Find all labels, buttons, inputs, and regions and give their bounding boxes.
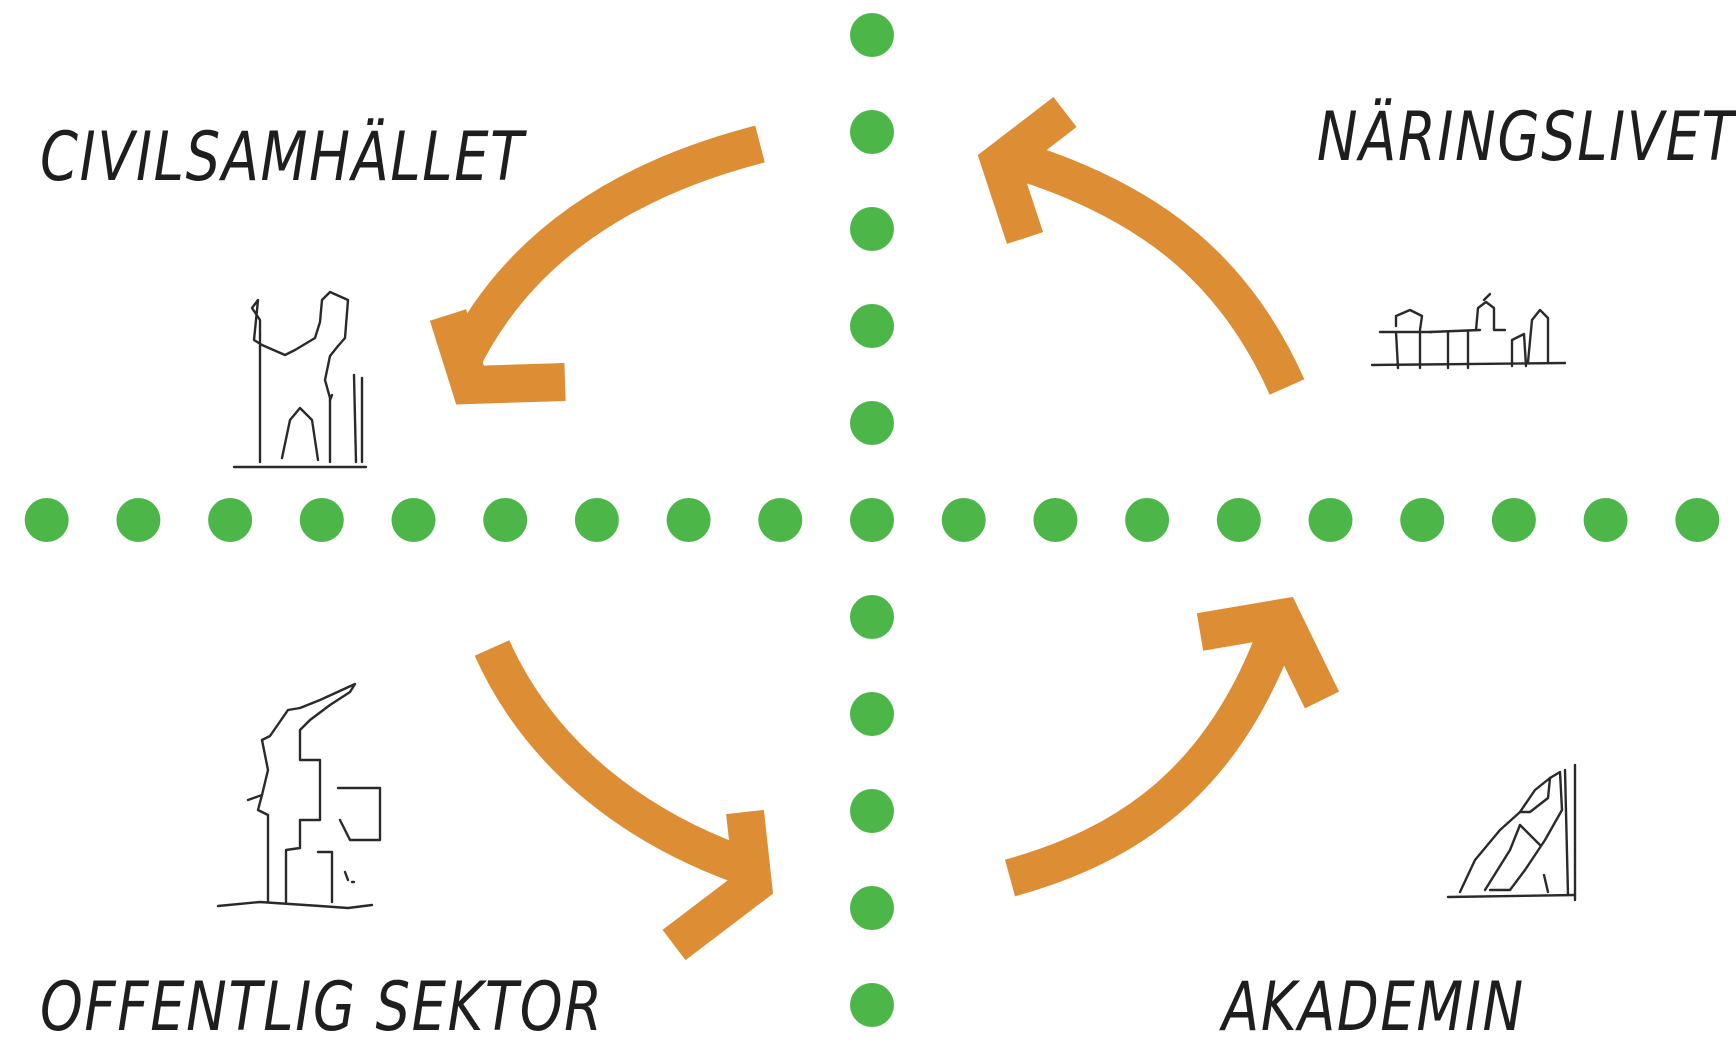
- axis-dot: [300, 498, 344, 542]
- figures-at-tables-icon: [1372, 294, 1565, 368]
- axis-dot: [850, 595, 894, 639]
- arrow-bottom-left: [492, 648, 755, 945]
- axis-dot: [850, 13, 894, 57]
- figure-arms-raised-icon: [234, 292, 366, 467]
- axis-dot: [1400, 498, 1444, 542]
- axis-dot: [850, 110, 894, 154]
- axis-dot: [850, 789, 894, 833]
- axis-dot: [1033, 498, 1077, 542]
- arrow-bottom-right: [1010, 618, 1322, 878]
- axis-dot: [25, 498, 69, 542]
- horizontal-dotted-axis: [25, 498, 1720, 542]
- axis-dot: [850, 304, 894, 348]
- axis-dot: [1675, 498, 1719, 542]
- axis-dot: [850, 401, 894, 445]
- axis-dot: [392, 498, 436, 542]
- axis-dot: [1217, 498, 1261, 542]
- axis-dot: [1125, 498, 1169, 542]
- figure-seated-reading-icon: [1448, 765, 1575, 900]
- axis-dot: [208, 498, 252, 542]
- label-akademin: AKADEMIN: [1222, 974, 1525, 1042]
- label-naringslivet: NÄRINGSLIVET: [1317, 104, 1736, 172]
- axis-dot: [1309, 498, 1353, 542]
- axis-dot: [850, 692, 894, 736]
- axis-dot: [850, 498, 894, 542]
- axis-dot: [758, 498, 802, 542]
- axis-dot: [942, 498, 986, 542]
- axis-dot: [1492, 498, 1536, 542]
- label-offentlig-sektor: OFFENTLIG SEKTOR: [40, 974, 604, 1042]
- axis-dot: [116, 498, 160, 542]
- axis-dot: [667, 498, 711, 542]
- axis-dot: [1584, 498, 1628, 542]
- axis-dot: [850, 886, 894, 930]
- label-civilsamhallet: CIVILSAMHÄLLET: [40, 124, 525, 192]
- axis-dot: [850, 207, 894, 251]
- axis-dot: [483, 498, 527, 542]
- arrow-top-right: [1000, 112, 1287, 387]
- figure-pointing-on-steps-icon: [218, 684, 380, 908]
- axis-dot: [850, 983, 894, 1027]
- axis-dot: [575, 498, 619, 542]
